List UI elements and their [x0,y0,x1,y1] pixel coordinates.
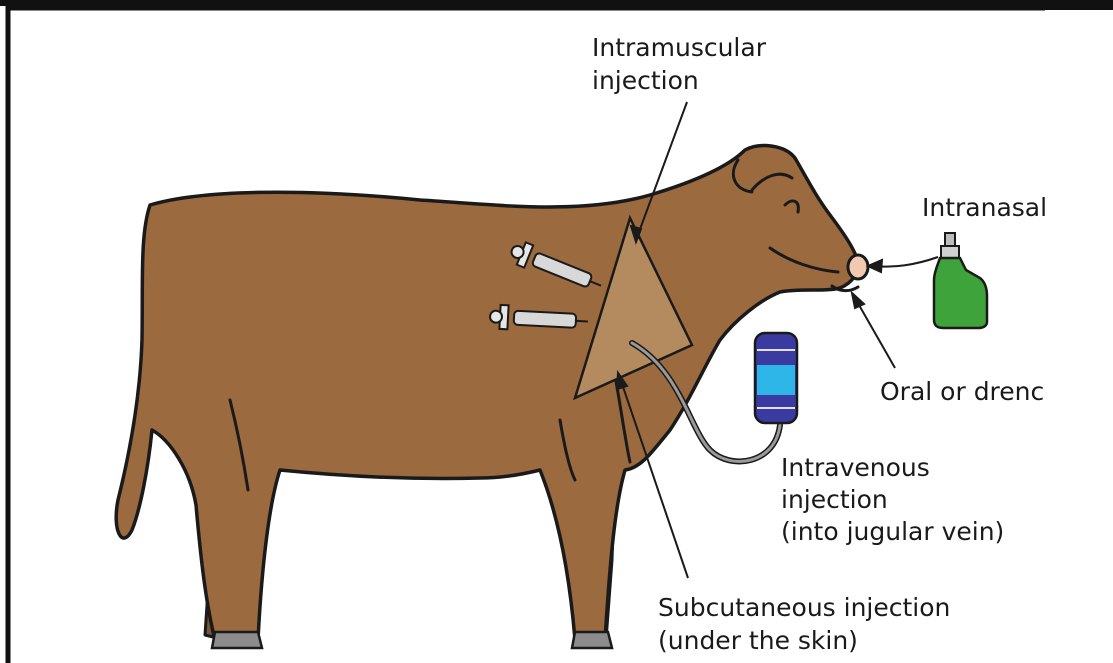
intranasal-label: Intranasal [922,193,1047,222]
cow-hooves [212,632,612,648]
subcutaneous-label-line2: (under the skin) [658,626,858,655]
cow-nose [848,255,868,279]
subcutaneous-label-line1: Subcutaneous injection [658,593,950,622]
cow-body [116,146,858,640]
iv-bag-icon [755,333,797,423]
intramuscular-label-line2: injection [592,66,699,95]
frame-right-mask [1045,10,1113,663]
intravenous-label-line2: injection [781,485,888,514]
intravenous-label-line3: (into jugular vein) [781,517,1004,546]
oral-drench-label: Oral or drench [880,377,1060,406]
spray-bottle-icon [934,233,987,328]
intramuscular-label-line1: Intramuscular [592,33,767,62]
intravenous-label-line1: Intravenous [781,453,930,482]
